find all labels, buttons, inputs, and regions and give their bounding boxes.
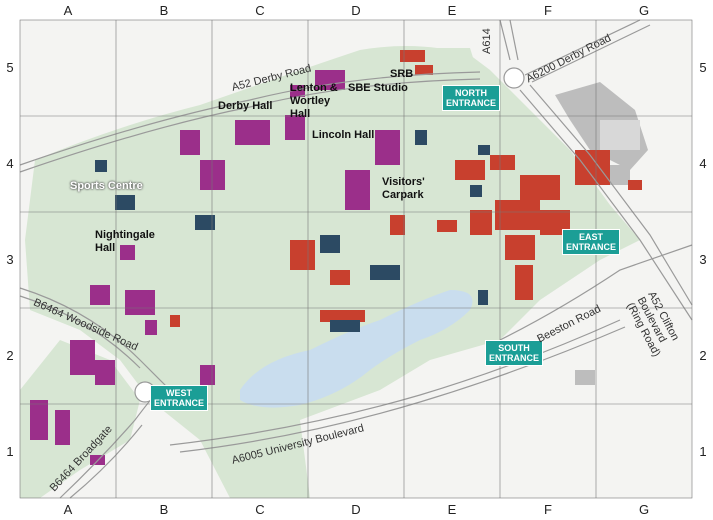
col-label-top-d: D [351, 3, 361, 18]
west-entrance-sign: WEST ENTRANCE [150, 385, 209, 411]
red-buildings [170, 50, 642, 327]
col-label-bottom-b: B [159, 502, 169, 517]
row-label-right-4: 4 [699, 156, 707, 171]
label-lincoln-hall: Lincoln Hall [312, 129, 375, 141]
label-lenton-wortley-hall: Lenton & Wortley Hall [290, 82, 338, 120]
label-visitors-carpark: Visitors' Carpark [382, 176, 425, 201]
south-entrance-sign: SOUTH ENTRANCE [485, 340, 544, 366]
col-label-bottom-g: G [638, 502, 650, 517]
north-roundabout [503, 67, 525, 89]
label-srb: SRB [390, 68, 414, 80]
north-entrance-sign: NORTH ENTRANCE [442, 85, 501, 111]
col-label-bottom-c: C [255, 502, 265, 517]
row-label-left-5: 5 [6, 60, 14, 75]
row-label-left-3: 3 [6, 252, 14, 267]
row-label-left-1: 1 [6, 444, 14, 459]
col-label-top-b: B [159, 3, 169, 18]
purple-halls [30, 70, 400, 465]
row-label-right-2: 2 [699, 348, 707, 363]
row-label-right-3: 3 [699, 252, 707, 267]
col-label-top-c: C [255, 3, 265, 18]
col-label-top-f: F [544, 3, 552, 18]
row-label-left-2: 2 [6, 348, 14, 363]
navy-buildings [95, 130, 490, 332]
row-label-right-1: 1 [699, 444, 707, 459]
col-label-top-e: E [447, 3, 457, 18]
label-sports-centre: Sports Centre [70, 180, 143, 192]
col-label-bottom-a: A [63, 502, 73, 517]
road-a614: A614 [481, 28, 493, 54]
qmc-grey-buildings [555, 82, 648, 385]
col-label-bottom-e: E [447, 502, 457, 517]
label-sbe-studio: SBE Studio [348, 82, 408, 94]
roads [19, 19, 693, 499]
col-label-top-a: A [63, 3, 73, 18]
row-label-left-4: 4 [6, 156, 14, 171]
row-label-right-5: 5 [699, 60, 707, 75]
east-entrance-sign: EAST ENTRANCE [562, 229, 621, 255]
grid [19, 19, 693, 499]
label-nightingale-hall: Nightingale Hall [95, 229, 155, 254]
col-label-top-g: G [638, 3, 650, 18]
label-derby-hall: Derby Hall [218, 100, 273, 112]
highfields-lake [240, 290, 473, 408]
col-label-bottom-f: F [544, 502, 552, 517]
col-label-bottom-d: D [351, 502, 361, 517]
